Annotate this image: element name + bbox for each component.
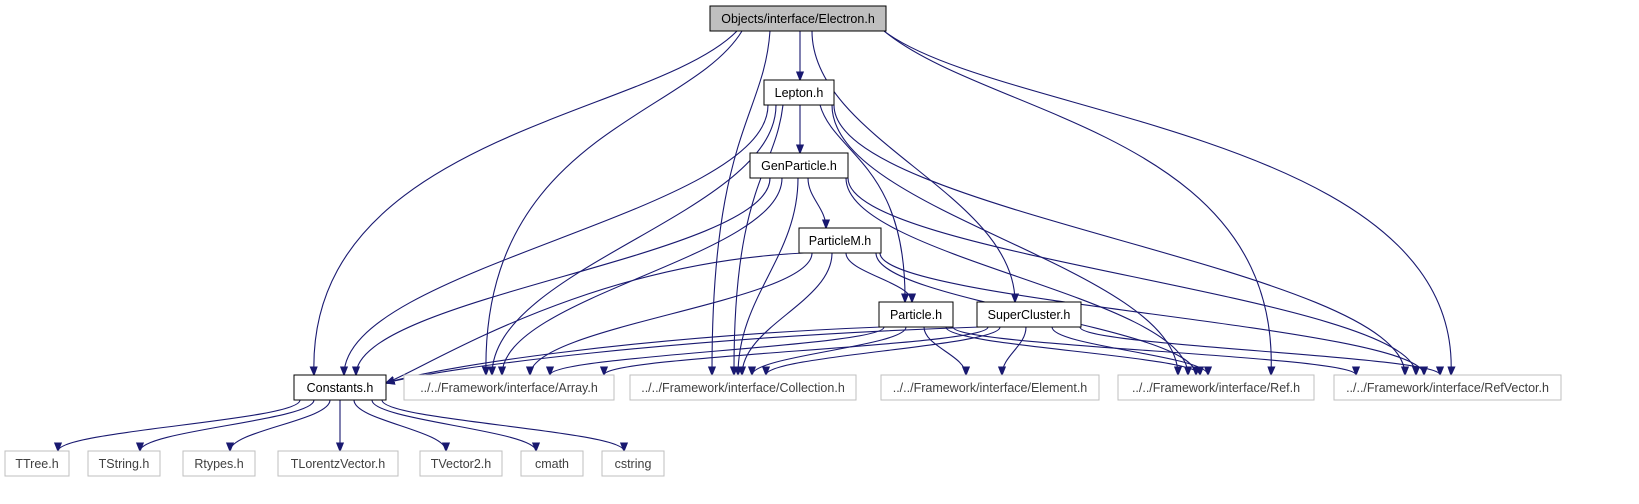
node-box-cstring — [601, 450, 665, 477]
edge-supercluster-to-refvector — [1079, 326, 1440, 375]
edge-supercluster-to-collection — [766, 326, 1001, 375]
node-label-ref: ../../Framework/interface/Ref.h — [1132, 381, 1300, 395]
node-label-particle: Particle.h — [890, 308, 942, 322]
edge-constants-to-rtypes — [230, 399, 331, 451]
node-label-tvector2: TVector2.h — [431, 457, 491, 471]
node-label-particlem: ParticleM.h — [809, 234, 872, 248]
edge-lepton-to-ref — [831, 104, 1178, 375]
node-label-collection: ../../Framework/interface/Collection.h — [641, 381, 845, 395]
edge-lepton-to-collection — [734, 104, 784, 375]
edge-supercluster-to-array — [604, 326, 989, 375]
node-electron[interactable]: Objects/interface/Electron.h — [709, 5, 887, 32]
node-label-ttree: TTree.h — [15, 457, 58, 471]
node-box-tlorentz — [277, 450, 399, 477]
node-label-array: ../../Framework/interface/Array.h — [420, 381, 598, 395]
node-ttree: TTree.h — [4, 450, 70, 477]
node-label-tlorentz: TLorentzVector.h — [291, 457, 386, 471]
edge-particle-to-collection — [752, 326, 907, 375]
node-label-lepton: Lepton.h — [775, 86, 824, 100]
edge-supercluster-to-element — [1002, 326, 1027, 375]
edge-particle-to-refvector — [952, 326, 1356, 375]
edge-constants-to-tvector2 — [353, 399, 446, 451]
node-box-supercluster — [976, 301, 1082, 328]
node-label-electron: Objects/interface/Electron.h — [721, 12, 875, 26]
node-cmath: cmath — [520, 450, 584, 477]
node-tlorentz: TLorentzVector.h — [277, 450, 399, 477]
edge-constants-to-ttree — [58, 399, 301, 451]
node-particle[interactable]: Particle.h — [878, 301, 954, 328]
edge-electron-to-collection — [712, 30, 771, 375]
edge-particle-to-element — [923, 326, 966, 375]
edge-constants-to-cstring — [381, 399, 624, 451]
edge-particle-to-array — [550, 326, 885, 375]
node-box-collection — [629, 374, 857, 401]
edge-particlem-to-particle — [845, 252, 912, 302]
node-cstring: cstring — [601, 450, 665, 477]
edge-genparticle-to-collection — [738, 177, 799, 375]
edge-constants-to-cmath — [371, 399, 536, 451]
edge-genparticle-to-array — [502, 177, 783, 375]
node-label-refvector: ../../Framework/interface/RefVector.h — [1346, 381, 1549, 395]
node-box-particlem — [798, 227, 882, 254]
node-constants[interactable]: Constants.h — [293, 374, 387, 401]
node-box-tvector2 — [419, 450, 503, 477]
node-label-genparticle: GenParticle.h — [761, 159, 837, 173]
edge-lepton-to-array — [492, 104, 777, 375]
edge-particle-to-ref — [945, 326, 1200, 375]
node-label-tstring: TString.h — [99, 457, 150, 471]
node-lepton[interactable]: Lepton.h — [763, 79, 835, 106]
node-label-element: ../../Framework/interface/Element.h — [893, 381, 1088, 395]
node-label-rtypes: Rtypes.h — [194, 457, 243, 471]
node-label-constants: Constants.h — [307, 381, 374, 395]
edge-electron-to-ref — [883, 30, 1271, 375]
edge-lepton-to-refvector — [833, 104, 1405, 375]
edge-genparticle-to-refvector — [847, 177, 1416, 375]
node-box-lepton — [763, 79, 835, 106]
edge-particlem-to-constants — [386, 252, 805, 383]
edge-lepton-to-particle — [819, 104, 905, 302]
edge-electron-to-array — [486, 30, 743, 375]
node-box-array — [403, 374, 615, 401]
edge-genparticle-to-particlem — [807, 177, 826, 228]
node-box-ref — [1117, 374, 1315, 401]
node-ref: ../../Framework/interface/Ref.h — [1117, 374, 1315, 401]
edge-electron-to-refvector — [883, 30, 1451, 375]
node-supercluster[interactable]: SuperCluster.h — [976, 301, 1082, 328]
node-box-genparticle — [749, 152, 849, 179]
node-tvector2: TVector2.h — [419, 450, 503, 477]
node-box-element — [880, 374, 1100, 401]
node-rtypes: Rtypes.h — [182, 450, 256, 477]
edge-lepton-to-constants — [344, 104, 769, 375]
node-element: ../../Framework/interface/Element.h — [880, 374, 1100, 401]
node-box-cmath — [520, 450, 584, 477]
node-label-cstring: cstring — [615, 457, 652, 471]
node-box-constants — [293, 374, 387, 401]
node-box-electron — [709, 5, 887, 32]
node-box-refvector — [1333, 374, 1562, 401]
edge-electron-to-constants — [314, 30, 738, 375]
node-label-cmath: cmath — [535, 457, 569, 471]
node-array: ../../Framework/interface/Array.h — [403, 374, 615, 401]
node-refvector: ../../Framework/interface/RefVector.h — [1333, 374, 1562, 401]
node-particlem[interactable]: ParticleM.h — [798, 227, 882, 254]
edge-particlem-to-collection — [742, 252, 833, 375]
edge-constants-to-tstring — [140, 399, 315, 451]
node-collection: ../../Framework/interface/Collection.h — [629, 374, 857, 401]
node-label-supercluster: SuperCluster.h — [988, 308, 1071, 322]
edge-genparticle-to-constants — [356, 177, 771, 375]
edge-electron-to-supercluster — [811, 30, 1015, 302]
edge-particlem-to-refvector — [879, 252, 1424, 375]
edge-particlem-to-array — [530, 252, 813, 375]
node-box-particle — [878, 301, 954, 328]
node-genparticle[interactable]: GenParticle.h — [749, 152, 849, 179]
node-box-ttree — [4, 450, 70, 477]
nodes: Objects/interface/Electron.hLepton.hGenP… — [4, 5, 1562, 477]
node-tstring: TString.h — [87, 450, 161, 477]
node-box-tstring — [87, 450, 161, 477]
node-box-rtypes — [182, 450, 256, 477]
edge-supercluster-to-ref — [1051, 326, 1208, 375]
edge-genparticle-to-ref — [845, 177, 1188, 375]
